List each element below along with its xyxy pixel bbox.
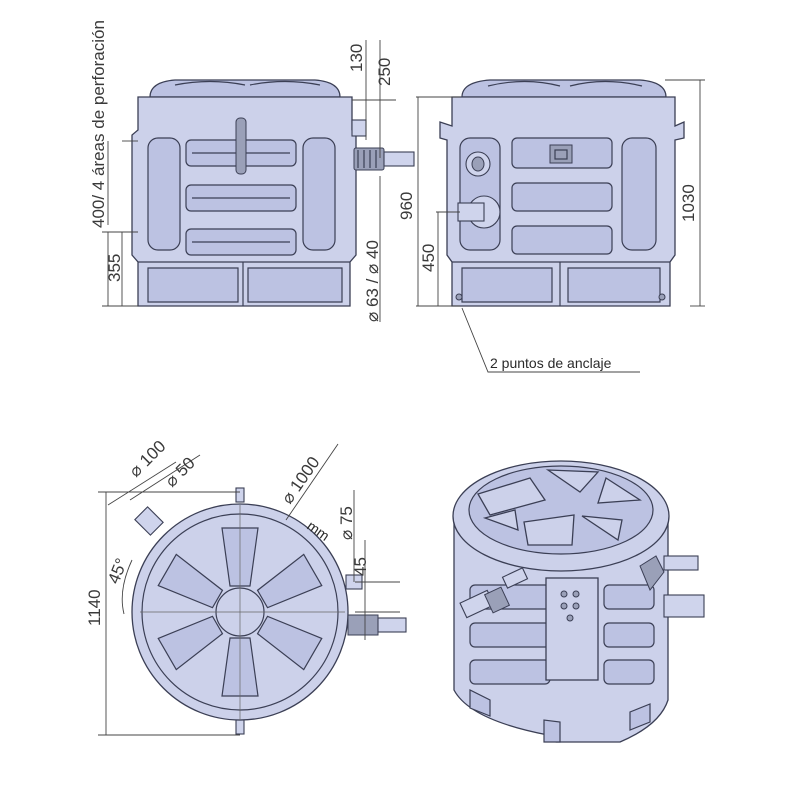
anchor-points-label: 2 puntos de anclaje	[490, 355, 612, 371]
dim-45: 45	[351, 557, 370, 576]
isometric-view	[452, 460, 705, 743]
top-view: mm 1140 ⌀ 100 ⌀ 50 45° ⌀ 1000 ⌀ 75 45	[85, 437, 407, 736]
dim-450: 450	[419, 244, 438, 272]
dim-diameter-100: ⌀ 100	[125, 437, 169, 481]
front-view: 960 450 1030 2 puntos de anclaje	[397, 79, 705, 373]
dim-355: 355	[105, 254, 124, 282]
dim-perforation-label: 400/ 4 áreas de perforación	[89, 20, 108, 228]
dim-1140: 1140	[85, 589, 104, 626]
dim-1030: 1030	[679, 184, 698, 222]
dim-diameter-75: ⌀ 75	[337, 506, 356, 540]
dim-250: 250	[375, 58, 394, 86]
dim-pipe-diameters: ⌀ 63 / ⌀ 40	[363, 240, 382, 322]
side-view: 400/ 4 áreas de perforación 355 130 250 …	[89, 20, 415, 322]
dim-130: 130	[347, 44, 366, 72]
dim-960: 960	[397, 192, 416, 220]
dim-angle-45: 45°	[104, 556, 131, 587]
